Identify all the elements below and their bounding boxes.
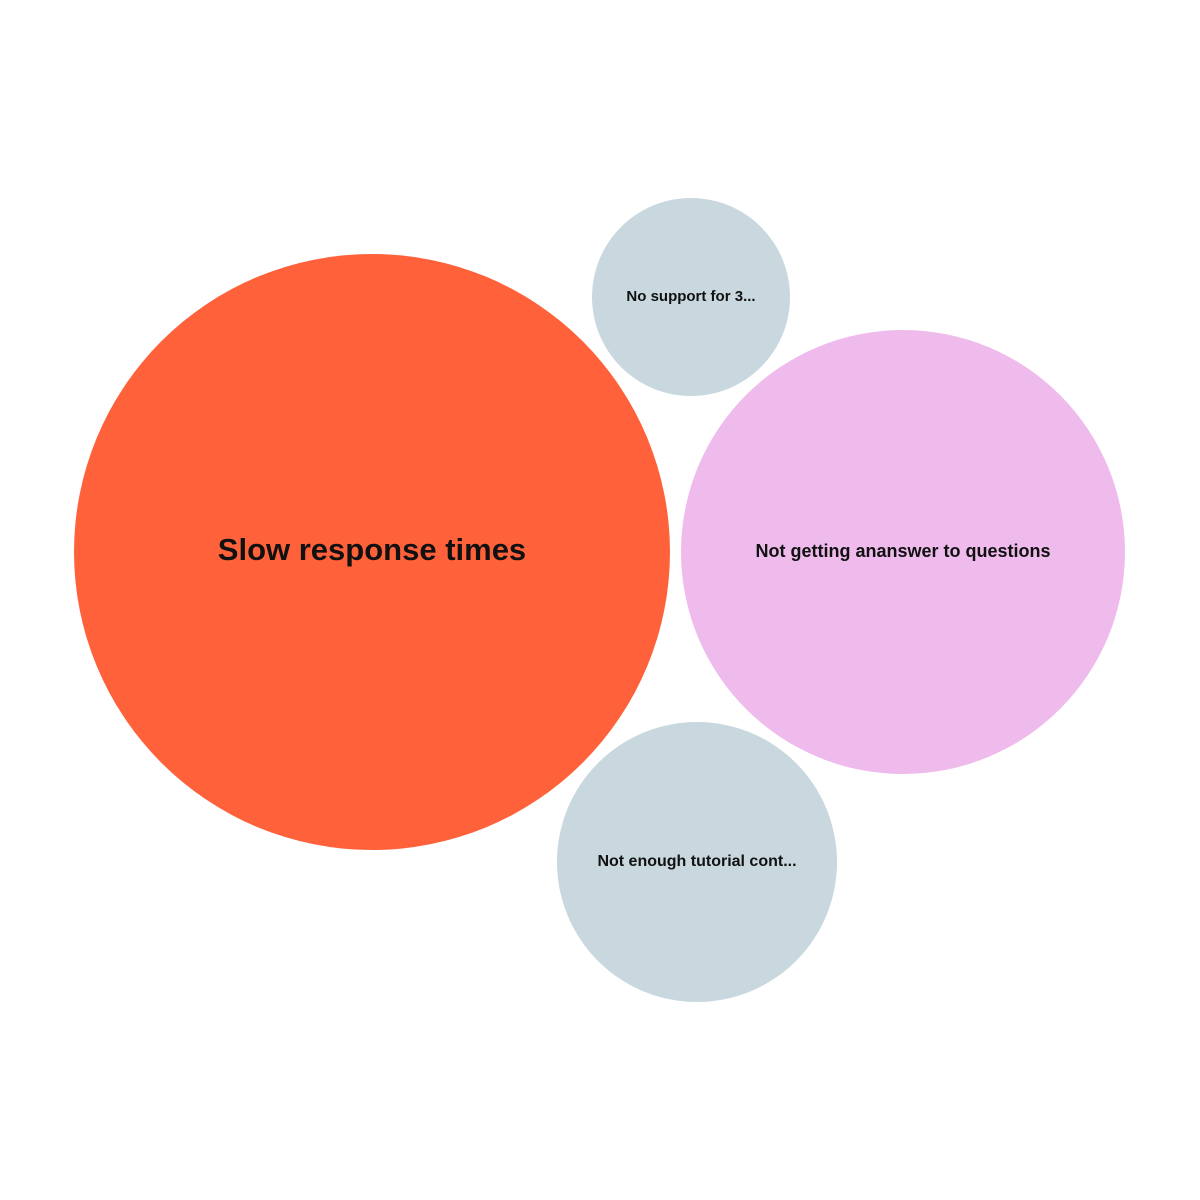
bubble-no-support[interactable]: No support for 3...: [592, 198, 790, 396]
bubble-not-getting-answer[interactable]: Not getting ananswer to questions: [681, 330, 1125, 774]
bubble-label-no-support: No support for 3...: [626, 288, 755, 305]
bubble-label-slow-response-times: Slow response times: [218, 532, 526, 567]
bubble-label-not-getting-answer: Not getting ananswer to questions: [755, 541, 1050, 561]
bubble-circle-no-support[interactable]: [592, 198, 790, 396]
bubble-not-enough-tutorial[interactable]: Not enough tutorial cont...: [557, 722, 837, 1002]
bubble-slow-response-times[interactable]: Slow response times: [74, 254, 670, 850]
bubble-circle-not-getting-answer[interactable]: [681, 330, 1125, 774]
bubble-label-not-enough-tutorial: Not enough tutorial cont...: [597, 853, 796, 870]
bubble-circle-not-enough-tutorial[interactable]: [557, 722, 837, 1002]
bubble-circle-slow-response-times[interactable]: [74, 254, 670, 850]
